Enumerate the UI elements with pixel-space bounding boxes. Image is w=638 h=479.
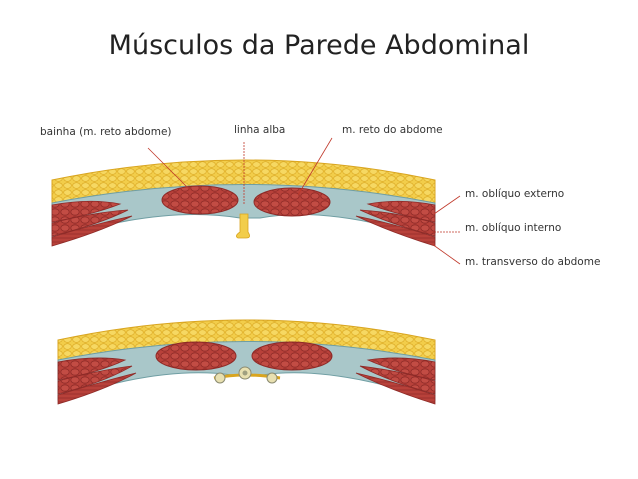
leader-ext bbox=[433, 195, 461, 215]
internal-oblique-right-lower bbox=[359, 365, 436, 395]
rectus-left-lower bbox=[155, 341, 237, 371]
transverse-right-lower bbox=[355, 372, 436, 405]
rectus-right-upper bbox=[253, 187, 331, 217]
internal-oblique-right bbox=[359, 209, 436, 237]
transverse-left bbox=[51, 215, 133, 247]
leader-sheath bbox=[147, 147, 191, 191]
internal-oblique-left bbox=[51, 209, 129, 237]
internal-oblique-left-lower bbox=[57, 365, 133, 395]
label-internal-oblique: m. oblíquo interno bbox=[465, 222, 562, 234]
transverse-left-lower bbox=[57, 372, 137, 405]
transverse-right bbox=[355, 215, 436, 247]
rectus-right-lower bbox=[251, 341, 333, 371]
label-rectus-sheath: bainha (m. reto abdome) bbox=[40, 126, 172, 138]
section-lower bbox=[57, 319, 436, 405]
label-external-oblique: m. oblíquo externo bbox=[465, 188, 565, 200]
leader-trans bbox=[431, 243, 461, 265]
umbilical-vessels bbox=[213, 366, 281, 384]
label-transverse-abdominis: m. transverso do abdome bbox=[465, 256, 601, 268]
linea-alba-upper bbox=[236, 213, 250, 239]
rectus-left-upper bbox=[161, 185, 239, 215]
slide-title: Músculos da Parede Abdominal bbox=[108, 30, 530, 61]
label-linea-alba: linha alba bbox=[234, 124, 286, 136]
leader-lines bbox=[147, 137, 461, 265]
leader-rectus bbox=[297, 137, 333, 196]
label-rectus-abdominis: m. reto do abdome bbox=[342, 124, 443, 136]
section-upper bbox=[51, 159, 436, 247]
